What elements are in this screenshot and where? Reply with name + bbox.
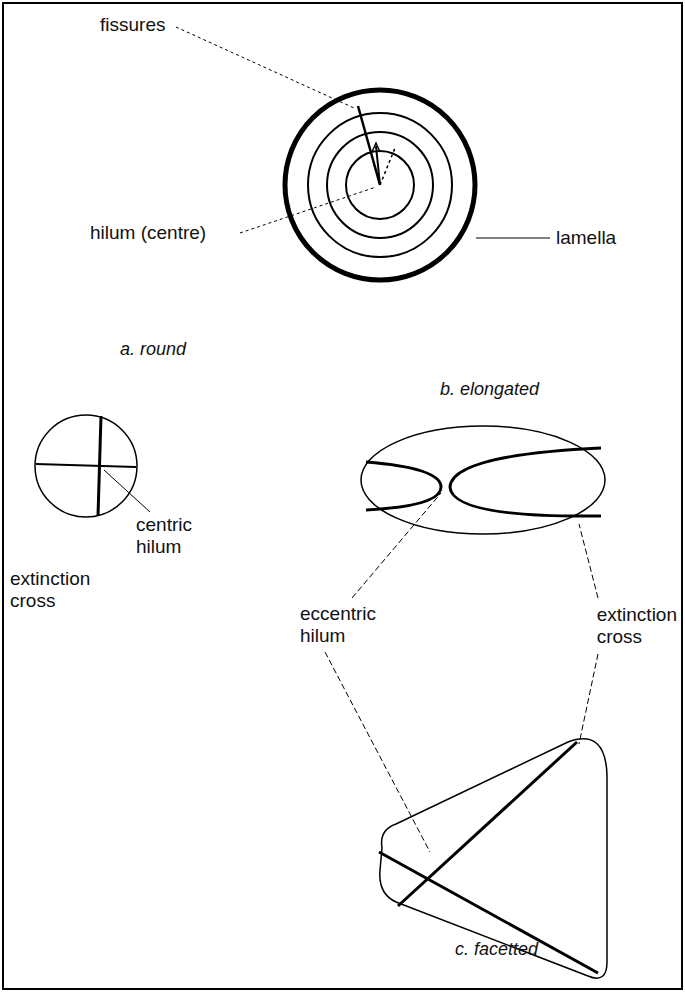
leader-line <box>176 27 354 108</box>
caption-label: a. round <box>120 338 186 360</box>
part-label: centric hilum <box>136 514 192 558</box>
part-label: lamella <box>556 227 616 249</box>
fissure <box>380 148 395 185</box>
lamella-ring <box>308 113 452 257</box>
leader-line <box>476 237 550 238</box>
leader-line <box>240 187 376 233</box>
part-label: extinction cross <box>10 568 90 612</box>
extinction-cross <box>36 464 136 467</box>
extinction-cross <box>379 852 598 973</box>
round-grain <box>35 415 137 517</box>
caption-label: b. elongated <box>440 378 539 400</box>
leader-line <box>325 652 430 852</box>
leader-line <box>352 493 441 598</box>
frame <box>3 3 682 989</box>
lamella-ring <box>327 132 433 238</box>
part-label: eccentric hilum <box>300 603 376 647</box>
extinction-cross <box>450 448 601 516</box>
fissure <box>372 143 380 152</box>
leader-line <box>579 524 598 598</box>
part-label: fissures <box>100 14 165 36</box>
leader-line <box>104 470 150 512</box>
elongated-grain <box>361 426 605 534</box>
part-label: hilum (centre) <box>90 222 206 244</box>
lamella-ring <box>285 90 475 280</box>
part-label: extinction cross <box>597 604 677 648</box>
caption-label: c. facetted <box>455 938 538 960</box>
leader-line <box>579 654 598 744</box>
facetted-grain <box>380 739 607 978</box>
extinction-cross <box>366 462 441 510</box>
fissure <box>358 106 380 185</box>
extinction-cross <box>398 742 577 906</box>
